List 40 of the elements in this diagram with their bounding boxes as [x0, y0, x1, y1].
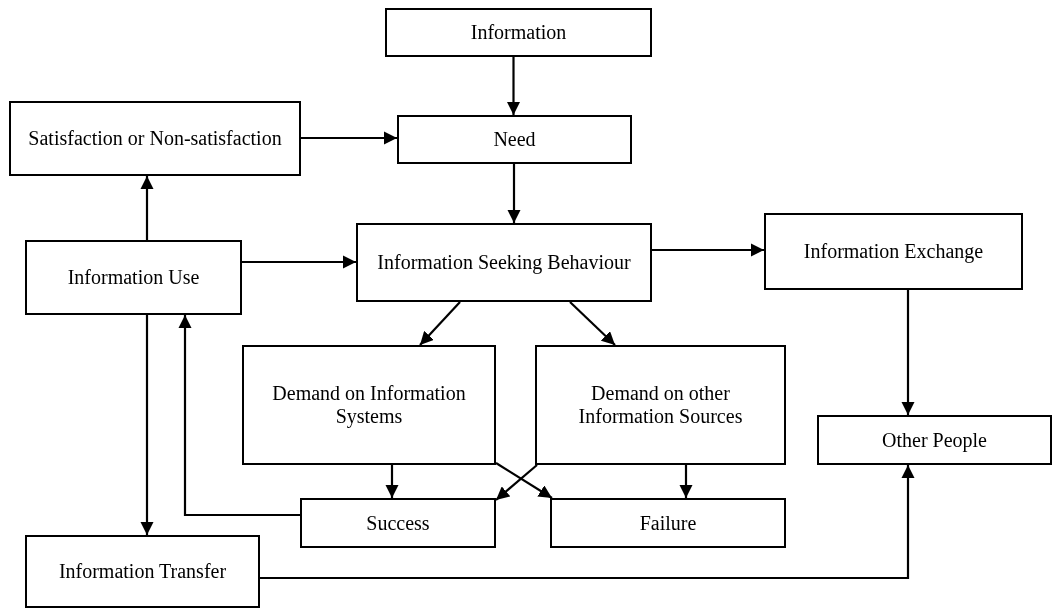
process-box	[550, 498, 786, 548]
arrow	[495, 464, 538, 501]
arrow	[140, 315, 154, 535]
arrow	[507, 164, 521, 223]
process-box	[385, 8, 652, 57]
box-label: Information	[470, 21, 567, 44]
process-box	[9, 101, 301, 176]
arrow	[419, 301, 461, 346]
process-box	[25, 240, 242, 315]
arrow	[301, 131, 397, 145]
arrow	[679, 465, 693, 498]
box-label: Satisfaction or Non-satisfaction	[28, 127, 282, 150]
arrow	[569, 301, 616, 346]
box-label: Other People	[882, 428, 987, 452]
process-box	[817, 415, 1052, 465]
arrow	[385, 465, 399, 498]
arrow	[495, 462, 553, 499]
arrow	[506, 57, 521, 115]
box-label: Information Transfer	[58, 560, 227, 583]
arrow	[178, 315, 300, 517]
arrow	[260, 465, 915, 580]
box-label: Need	[493, 128, 536, 151]
arrow	[652, 243, 764, 257]
box-label: Failure	[639, 511, 697, 535]
process-box	[535, 345, 786, 465]
process-box	[242, 345, 496, 465]
process-box	[300, 498, 496, 548]
box-label: Demand on other Information Sources	[577, 382, 744, 428]
process-box	[397, 115, 632, 164]
arrow	[242, 255, 356, 269]
process-box	[764, 213, 1023, 290]
box-label: Information Exchange	[803, 240, 984, 263]
box-label: Success	[366, 511, 430, 535]
box-label: Information Seeking Behaviour	[377, 251, 631, 274]
arrow	[901, 290, 915, 415]
box-label: Demand on Information Systems	[271, 382, 467, 428]
arrow	[140, 176, 154, 240]
process-box	[356, 223, 652, 302]
process-box	[25, 535, 260, 608]
box-label: Information Use	[67, 266, 200, 289]
